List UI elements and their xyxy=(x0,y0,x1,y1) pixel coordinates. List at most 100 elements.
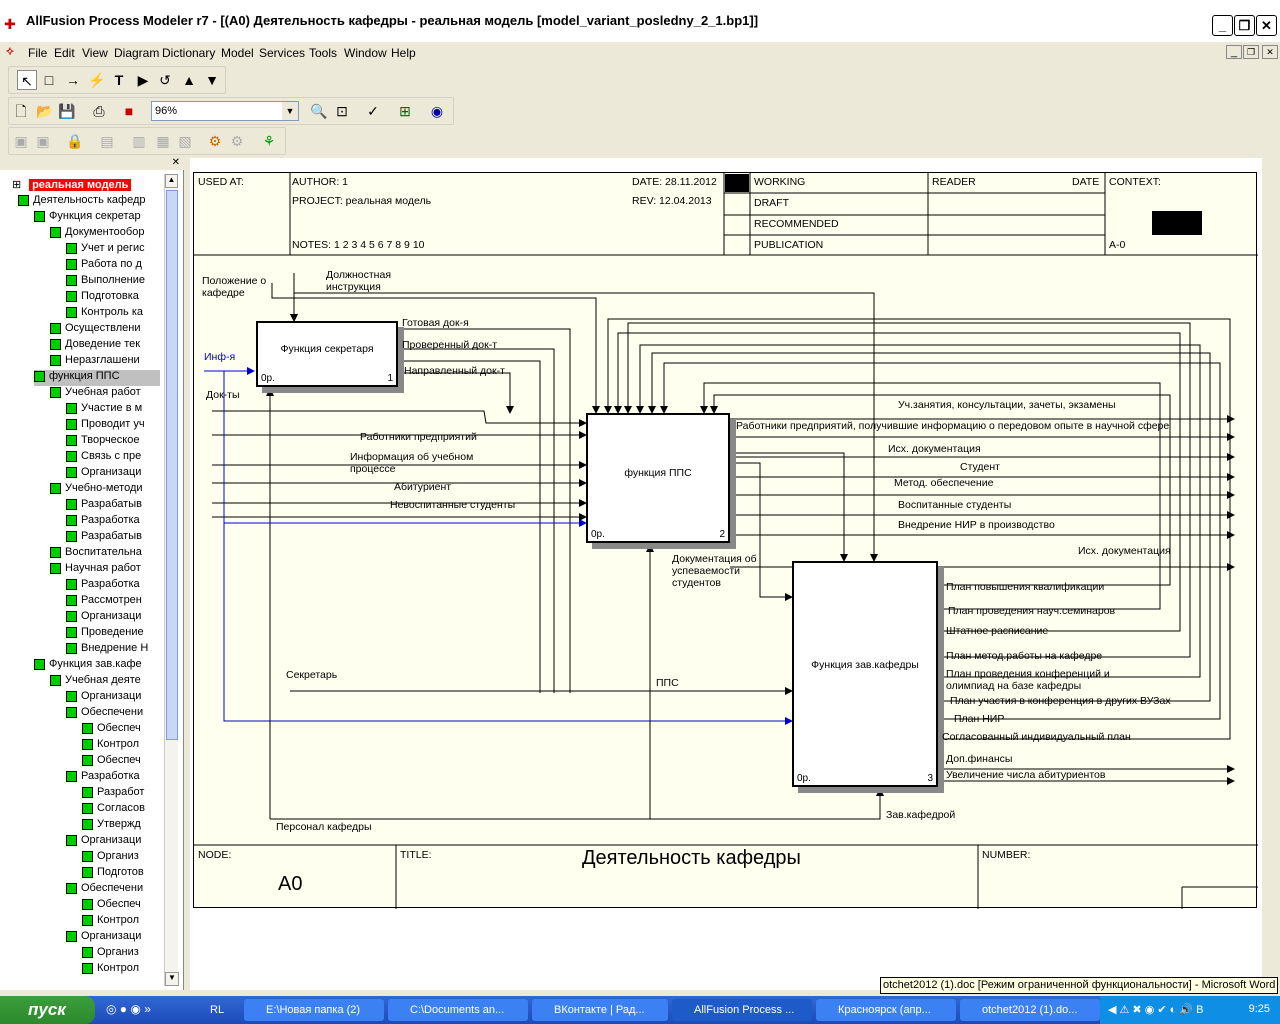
task-button-documents[interactable]: C:\Documents an... xyxy=(388,999,528,1021)
quicklaunch-icons[interactable]: ◎ ● ◉ » xyxy=(106,1002,151,1016)
mart-merge-icon[interactable]: ▧ xyxy=(178,133,192,149)
mart-save-icon[interactable]: ▥ xyxy=(132,133,146,149)
tree-item[interactable]: Контрол xyxy=(82,962,139,978)
arrow-label[interactable]: Готовая док-я xyxy=(402,317,469,329)
tree-item[interactable]: Обеспеч xyxy=(82,722,141,738)
tree-item[interactable]: Работа по д xyxy=(66,258,142,274)
tree-item[interactable]: Организаци xyxy=(66,466,141,482)
tree-item[interactable]: Документообор xyxy=(50,226,144,242)
language-indicator[interactable]: RL xyxy=(210,1004,225,1016)
task-button-folder[interactable]: E:\Новая папка (2) xyxy=(244,999,384,1021)
tree-item[interactable]: Организ xyxy=(82,850,139,866)
mart-people-icon[interactable]: ⚘ xyxy=(262,133,276,149)
arrow-label[interactable]: Инф-я xyxy=(204,351,236,363)
tree-item[interactable]: Разрабатыв xyxy=(66,530,142,546)
tree-item[interactable]: Проведение xyxy=(66,626,144,642)
arrow-label[interactable]: Должностная инструкция xyxy=(326,269,392,293)
tree-item[interactable]: Контроль ка xyxy=(66,306,143,322)
scroll-down-icon[interactable]: ▼ xyxy=(165,972,179,986)
task-button-allfusion[interactable]: AllFusion Process ... xyxy=(672,999,812,1021)
menu-file[interactable]: File xyxy=(28,46,48,60)
tree-item[interactable]: Творческое xyxy=(66,434,139,450)
arrow-label[interactable]: Согласованный индивидуальный план xyxy=(942,731,1131,743)
tree-item[interactable]: Организаци xyxy=(66,690,141,706)
tree-item[interactable]: Функция секретар xyxy=(34,210,141,226)
tree-item[interactable]: Подготов xyxy=(82,866,144,882)
task-button-word[interactable]: otchet2012 (1).do... xyxy=(960,999,1100,1021)
print-icon[interactable]: ⎙ xyxy=(93,103,105,119)
tree-item[interactable]: Разработ xyxy=(82,786,144,802)
tree-item[interactable]: Рассмотрен xyxy=(66,594,142,610)
model-explorer-icon[interactable]: ⊞ xyxy=(399,103,411,119)
arrow-label[interactable]: Абитуриент xyxy=(394,481,452,493)
squiggle-tool-icon[interactable]: ⚡ xyxy=(88,72,106,88)
mart-users-icon[interactable]: ⚙ xyxy=(208,133,222,149)
tree-item[interactable]: Учет и регис xyxy=(66,242,145,258)
arrow-label[interactable]: Секретарь xyxy=(286,669,338,681)
tree-item[interactable]: Согласов xyxy=(82,802,145,818)
arrow-label[interactable]: Положение о кафедре xyxy=(202,275,267,299)
arrow-label[interactable]: Увеличение числа абитуриентов xyxy=(946,769,1106,781)
arrow-label[interactable]: Информация об учебном процессе xyxy=(350,451,474,475)
arrow-label[interactable]: План НИР xyxy=(954,713,1005,725)
zoom-in-icon[interactable]: 🔍 xyxy=(310,103,328,119)
tree-item[interactable]: Научная работ xyxy=(50,562,141,578)
mdi-close-button[interactable]: ✕ xyxy=(1262,45,1278,59)
close-icon[interactable]: ✕ xyxy=(171,157,180,168)
arrow-label[interactable]: Невоспитанные студенты xyxy=(390,499,516,511)
arrow-label[interactable]: Зав.кафедрой xyxy=(886,809,956,821)
tree-item[interactable]: Деятельность кафедр xyxy=(18,194,146,210)
arrow-label[interactable]: Док-ты xyxy=(206,389,240,401)
task-button-firefox[interactable]: Красноярск (апр... xyxy=(816,999,956,1021)
zoom-select[interactable]: 96% ▼ xyxy=(151,101,299,121)
model-mart-icon[interactable]: ◉ xyxy=(430,103,444,119)
scroll-up-icon[interactable]: ▲ xyxy=(165,174,178,188)
tree-item[interactable]: Разработка xyxy=(66,578,140,594)
tree-item[interactable]: Проводит уч xyxy=(66,418,145,434)
arrow-label[interactable]: Проверенный док-т xyxy=(402,339,497,351)
scroll-thumb[interactable] xyxy=(166,190,178,740)
mart-refresh-icon[interactable]: ▦ xyxy=(156,133,170,149)
tree-scrollbar[interactable]: ▲ ▼ xyxy=(164,174,179,986)
go-to-sibling-icon[interactable]: ▶ xyxy=(137,72,149,88)
close-button[interactable]: ✕ xyxy=(1256,15,1277,36)
tree-item[interactable]: Утвержд xyxy=(82,818,141,834)
arrow-label[interactable]: Работники предприятий xyxy=(360,431,477,443)
rotate-icon[interactable]: ↺ xyxy=(159,72,171,88)
tree-item[interactable]: Обеспеч xyxy=(82,754,141,770)
arrow-label[interactable]: Студент xyxy=(960,461,1000,473)
menu-view[interactable]: View xyxy=(82,46,108,60)
tree-item[interactable]: Организаци xyxy=(66,834,141,850)
tree-item[interactable]: Организ xyxy=(82,946,139,962)
up-icon[interactable]: ▲ xyxy=(182,72,196,88)
start-button[interactable]: пуск xyxy=(0,996,95,1024)
tree-item[interactable]: Контрол xyxy=(82,738,139,754)
arrow-label[interactable]: Уч.занятия, консультации, зачеты, экзаме… xyxy=(898,399,1116,411)
arrow-label[interactable]: Метод. обеспечение xyxy=(894,477,994,489)
mdi-restore-button[interactable]: ❐ xyxy=(1243,45,1259,59)
activity-box-1[interactable]: Функция секретаря 0р. 1 xyxy=(256,321,398,387)
tree-item[interactable]: Связь с пре xyxy=(66,450,141,466)
tree-item[interactable]: Воспитательна xyxy=(50,546,142,562)
arrow-tool-icon[interactable]: → xyxy=(66,72,80,88)
minimize-button[interactable]: _ xyxy=(1212,15,1233,36)
tree-item[interactable]: Обеспечени xyxy=(66,882,143,898)
save-icon[interactable]: 💾 xyxy=(58,103,76,119)
arrow-label[interactable]: Документация об успеваемости студентов xyxy=(672,553,757,589)
maximize-button[interactable]: ❐ xyxy=(1234,15,1255,36)
menu-window[interactable]: Window xyxy=(344,46,387,60)
tree-item[interactable]: Функция зав.кафе xyxy=(34,658,142,674)
tree-item[interactable]: Обеспечени xyxy=(66,706,143,722)
task-button-opera[interactable]: ВКонтакте | Рад... xyxy=(532,999,668,1021)
mdi-minimize-button[interactable]: _ xyxy=(1226,45,1242,59)
mart-report-icon[interactable]: ⚙ xyxy=(230,133,244,149)
tree-item[interactable]: Обеспеч xyxy=(82,898,141,914)
box-tool-icon[interactable]: □ xyxy=(44,72,54,88)
tree-item[interactable]: Разработка xyxy=(66,514,140,530)
arrow-label[interactable]: План проведения науч.семинаров xyxy=(948,605,1116,617)
lock-icon[interactable]: 🔒 xyxy=(66,133,84,149)
tray-icons[interactable]: ◀ ⚠ ✖ ◉ ✔ ◐ 🔊 B xyxy=(1108,1004,1204,1016)
menu-services[interactable]: Services xyxy=(259,46,306,60)
tree-item[interactable]: Внедрение Н xyxy=(66,642,148,658)
zoom-fit-icon[interactable]: ⊡ xyxy=(336,103,348,119)
